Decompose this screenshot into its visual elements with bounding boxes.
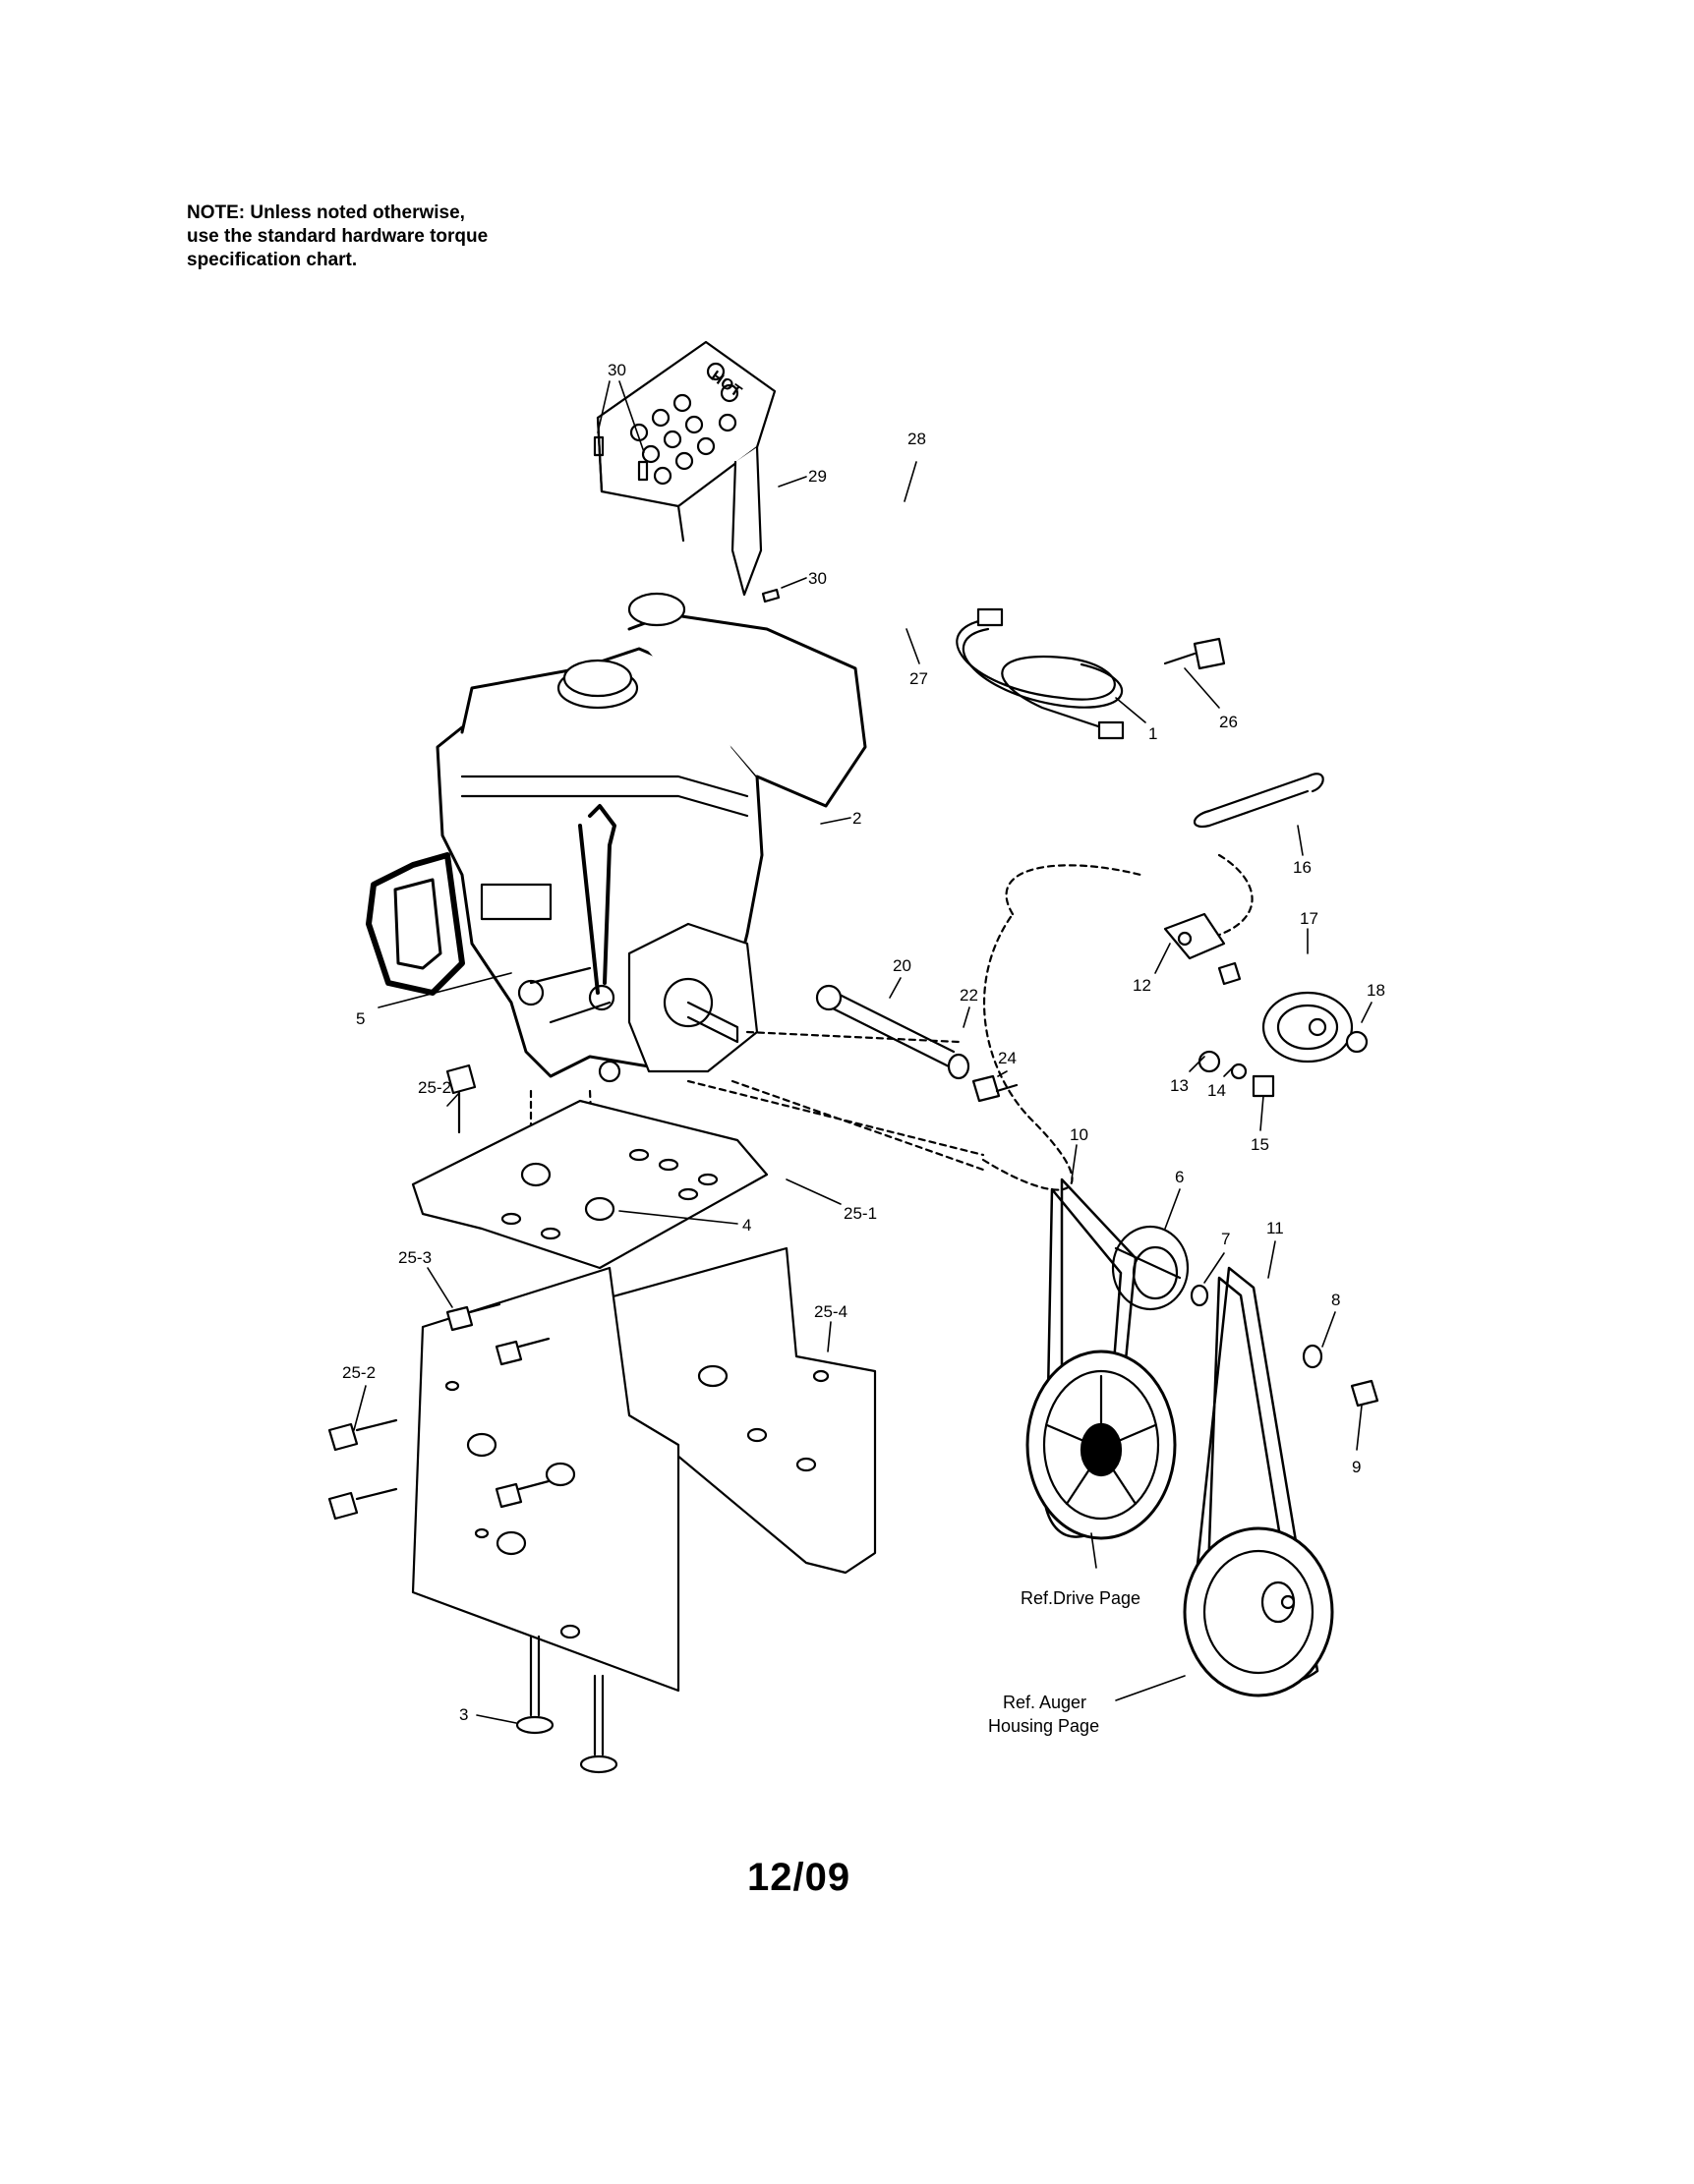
callout-4: 4 bbox=[742, 1216, 751, 1235]
ignition-key bbox=[1163, 637, 1226, 670]
ref-auger-line-1: Ref. Auger bbox=[1003, 1693, 1086, 1712]
spacer-rod bbox=[815, 984, 1019, 1103]
callout-18: 18 bbox=[1367, 981, 1385, 1000]
engine-mounting-plate bbox=[411, 1099, 769, 1270]
ref-auger-line-2: Housing Page bbox=[988, 1716, 1099, 1736]
callout-26: 26 bbox=[1219, 713, 1238, 731]
idler-spring bbox=[1193, 773, 1324, 829]
callout-30-side: 30 bbox=[808, 569, 827, 588]
callout-15: 15 bbox=[1251, 1135, 1269, 1154]
callout-14: 14 bbox=[1207, 1081, 1226, 1100]
callout-8: 8 bbox=[1331, 1291, 1340, 1309]
torque-note: NOTE: Unless noted otherwise, use the st… bbox=[187, 201, 560, 272]
washer-8 bbox=[1302, 1344, 1323, 1369]
mounting-bolts bbox=[327, 1063, 551, 1521]
note-line-1: NOTE: Unless noted otherwise, bbox=[187, 202, 465, 223]
callout-25-4: 25-4 bbox=[814, 1302, 847, 1321]
callout-2: 2 bbox=[852, 809, 861, 828]
drive-pulley bbox=[1025, 1350, 1177, 1540]
callout-9: 9 bbox=[1352, 1458, 1361, 1476]
callout-1: 1 bbox=[1148, 724, 1157, 743]
note-line-3: specification chart. bbox=[187, 250, 358, 270]
engine-pulley bbox=[1111, 1225, 1190, 1311]
callout-11: 11 bbox=[1266, 1219, 1284, 1237]
carriage-bolts bbox=[515, 1635, 618, 1774]
idler-pulley bbox=[1261, 991, 1354, 1063]
heat-shield bbox=[596, 340, 777, 597]
callout-leaders bbox=[353, 380, 1373, 1724]
frame-plate-rear bbox=[608, 1246, 877, 1575]
callout-12: 12 bbox=[1133, 976, 1151, 995]
callout-10: 10 bbox=[1070, 1125, 1088, 1144]
callout-25-2-side: 25-2 bbox=[342, 1363, 376, 1382]
callout-16: 16 bbox=[1293, 858, 1312, 877]
washer-7 bbox=[1190, 1284, 1209, 1307]
frame-plate-front bbox=[411, 1266, 680, 1693]
callout-28: 28 bbox=[907, 430, 926, 448]
engine-crankshaft-housing bbox=[517, 922, 759, 1083]
dipstick-tube bbox=[578, 804, 616, 995]
callout-6: 6 bbox=[1175, 1168, 1184, 1186]
callout-3: 3 bbox=[459, 1705, 468, 1724]
callout-27: 27 bbox=[909, 669, 928, 688]
page-number: 12/09 bbox=[747, 1856, 851, 1899]
wire-harness bbox=[956, 607, 1125, 740]
callout-25-3: 25-3 bbox=[398, 1248, 432, 1267]
idler-bracket bbox=[1163, 912, 1226, 960]
callout-24: 24 bbox=[998, 1049, 1017, 1067]
callout-22: 22 bbox=[960, 986, 978, 1005]
note-line-2: use the standard hardware torque bbox=[187, 226, 489, 247]
engine-handle bbox=[366, 852, 465, 996]
auger-pulley bbox=[1183, 1526, 1334, 1697]
ref-drive-page: Ref.Drive Page bbox=[1021, 1588, 1140, 1608]
callout-30-top: 30 bbox=[608, 361, 626, 379]
heat-shield-screws bbox=[593, 435, 781, 603]
bolt-9 bbox=[1350, 1379, 1379, 1408]
callout-13: 13 bbox=[1170, 1076, 1189, 1095]
callout-29: 29 bbox=[808, 467, 827, 486]
callout-25-2-top: 25-2 bbox=[418, 1078, 451, 1097]
callout-7: 7 bbox=[1221, 1230, 1230, 1248]
callout-5: 5 bbox=[356, 1009, 365, 1028]
callout-25-1: 25-1 bbox=[844, 1204, 877, 1223]
callout-17: 17 bbox=[1300, 909, 1318, 928]
callout-20: 20 bbox=[893, 956, 911, 975]
